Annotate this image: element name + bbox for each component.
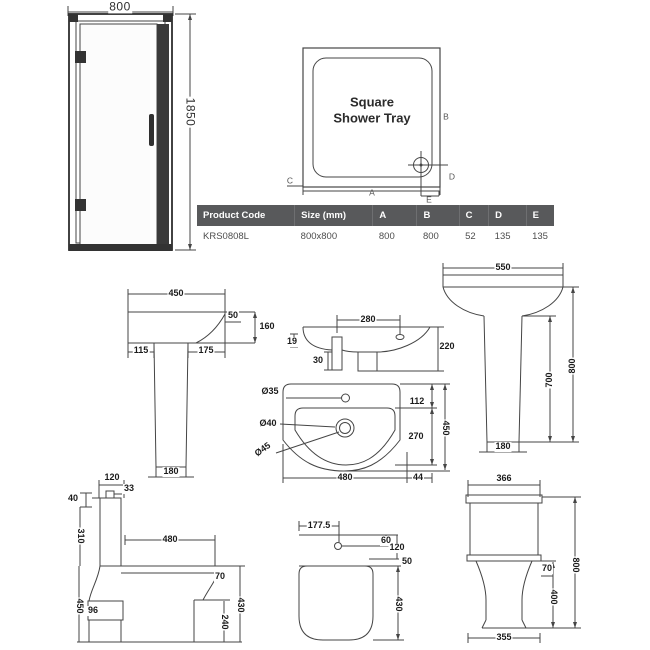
dim-basin-rim: 50 — [226, 310, 240, 321]
basin-taphole-top — [341, 393, 350, 403]
dim-seat-thickness: 70 — [213, 571, 227, 582]
door-glass-panel — [79, 23, 158, 247]
dim-door-height: 1850 — [183, 96, 198, 128]
door-threshold — [69, 244, 172, 251]
col-c: C — [458, 205, 489, 226]
tray-title-line2: Shower Tray — [333, 110, 411, 126]
basin-waste-top — [335, 418, 355, 438]
pan-outline — [298, 565, 374, 641]
dim-basin-taphole: Ø35 — [260, 386, 280, 397]
dim-pedestal-total-height: 800 — [567, 357, 578, 375]
dim-basin-left-offset: 115 — [132, 345, 150, 356]
dim-basin-overflow: 30 — [311, 355, 325, 366]
col-product-code: Product Code — [197, 205, 295, 226]
spec-table-data-row: KRS0808L 800x800 800 800 52 135 135 — [197, 226, 554, 246]
dim-cistern-height: 310 — [75, 527, 86, 545]
dim-toilet-total-height: 800 — [570, 556, 581, 574]
basin-tap-hole — [395, 334, 405, 340]
col-d: D — [488, 205, 527, 226]
dim-toilet-foot: 96 — [86, 605, 100, 616]
dim-bowl-height-front: 400 — [548, 588, 559, 606]
shower-door-drawing — [67, 6, 196, 251]
dim-pan-60: 60 — [379, 535, 393, 546]
tray-label-a: A — [369, 187, 375, 198]
dim-cistern-lid: 40 — [66, 493, 80, 504]
dim-basin-width: 450 — [167, 288, 185, 299]
cell-b: 800 — [416, 226, 460, 246]
dim-pedestal-width: 550 — [494, 262, 512, 273]
tray-label-d: D — [448, 171, 456, 182]
col-a: A — [372, 205, 417, 226]
door-stile — [157, 24, 169, 246]
dim-pedestal-base: 180 — [494, 441, 512, 452]
toilet-flush-button-side — [105, 490, 115, 499]
door-hinge-bottom — [75, 199, 86, 211]
door-handle — [149, 114, 154, 146]
tray-label-e: E — [426, 194, 432, 205]
pedestal-basin-drawing — [442, 263, 579, 453]
cell-a: 800 — [372, 226, 417, 246]
basin-waste-box — [357, 351, 378, 372]
dim-door-width: 800 — [108, 0, 132, 14]
dim-toilet-projection: 480 — [161, 534, 179, 545]
cell-product-code: KRS0808L — [197, 226, 295, 246]
toilet-cistern-front — [469, 502, 539, 556]
dim-basin-base: 180 — [162, 466, 180, 477]
dim-basin-total-width: 450 — [440, 419, 451, 437]
cell-e: 135 — [526, 226, 554, 246]
dim-pan-height: 430 — [393, 595, 404, 613]
dim-basin-waste: Ø40 — [258, 418, 278, 429]
dim-cistern-width: 366 — [495, 473, 513, 484]
dim-basin-right-offset: 175 — [197, 345, 215, 356]
dim-pan-50: 50 — [400, 556, 414, 567]
dim-seat-height: 450 — [74, 597, 85, 615]
dim-basin-tap-centres: 280 — [359, 314, 377, 325]
cell-size: 800x800 — [294, 226, 373, 246]
dim-seat-drop: 70 — [540, 563, 554, 574]
cell-d: 135 — [488, 226, 527, 246]
shower-tray-drawing — [287, 47, 448, 197]
col-b: B — [416, 205, 460, 226]
dim-basin-bowl-depth: 270 — [407, 431, 425, 442]
dim-basin-top-width: 480 — [336, 472, 354, 483]
dim-rear-height: 240 — [219, 613, 230, 631]
col-e: E — [525, 205, 554, 226]
toilet-cistern-side — [99, 497, 122, 567]
spec-table-header-row: Product Code Size (mm) A B C D E — [197, 205, 554, 226]
pan-flush-hole — [334, 542, 342, 550]
dim-toilet-base-width: 355 — [495, 632, 513, 643]
door-hinge-top — [75, 51, 86, 63]
spec-table: Product Code Size (mm) A B C D E KRS0808… — [197, 205, 554, 246]
col-size: Size (mm) — [294, 205, 373, 226]
dim-flush-centre: 177.5 — [306, 520, 332, 531]
dim-bowl-height-side: 430 — [235, 596, 246, 614]
toilet-front-drawing — [465, 480, 581, 643]
tray-label-b: B — [443, 111, 449, 122]
dim-cistern-depth: 120 — [103, 472, 121, 483]
toilet-cistern-lid — [465, 494, 543, 504]
toilet-pan-front-drawing — [298, 521, 409, 641]
dim-basin-rear-depth: 112 — [408, 396, 426, 407]
dim-basin-depth: 220 — [438, 341, 456, 352]
dim-cistern-button: 33 — [122, 483, 136, 494]
dim-pan-120: 120 — [388, 542, 406, 553]
cell-c: 52 — [459, 226, 489, 246]
dim-basin-side: 44 — [411, 472, 425, 483]
tray-title-line1: Square — [349, 94, 395, 110]
dim-pedestal-height: 700 — [544, 371, 555, 389]
dim-basin-height: 160 — [258, 321, 276, 332]
dim-basin-rim-drop: 19 — [285, 336, 299, 347]
basin-top-drawing — [275, 383, 450, 483]
basin-side-drawing — [127, 289, 257, 478]
tray-label-c: C — [286, 175, 294, 186]
